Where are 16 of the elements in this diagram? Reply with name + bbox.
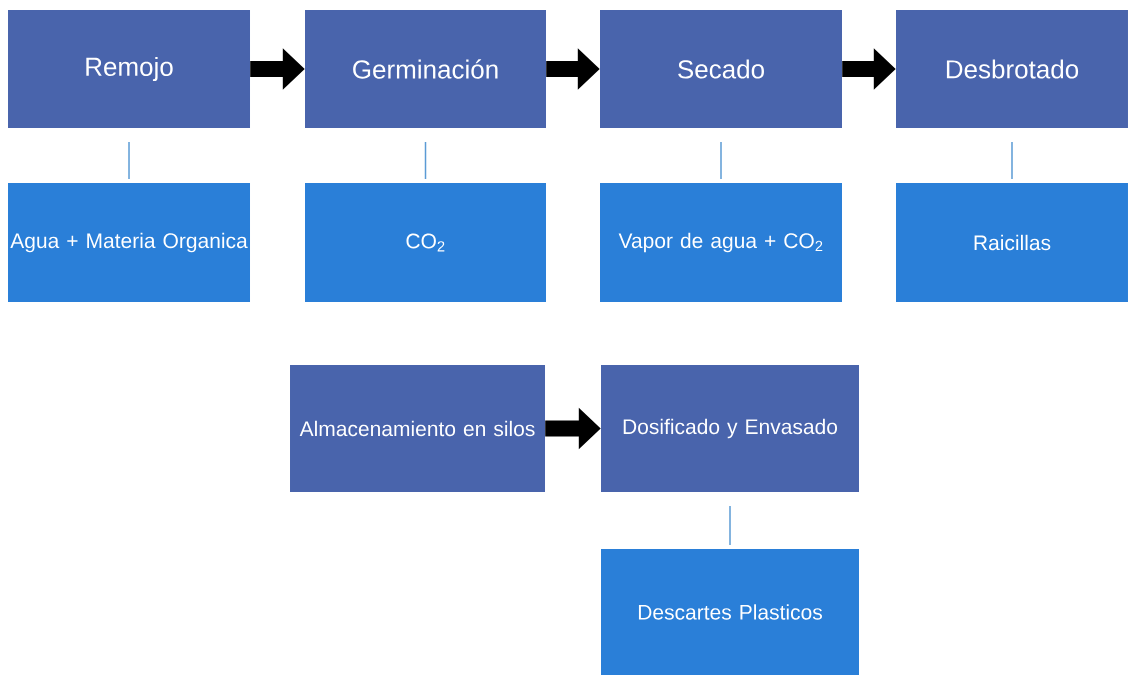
output-box: Raicillas xyxy=(896,183,1128,302)
output-box: Vapor de agua + CO$_{2}$ xyxy=(600,183,842,302)
process-box: Desbrotado xyxy=(896,10,1128,128)
output-box: Agua + Materia Organica xyxy=(8,183,250,302)
connector-line xyxy=(729,505,731,546)
process-box: Secado xyxy=(600,10,842,128)
connector-line xyxy=(128,141,130,180)
output-box: Descartes Plasticos xyxy=(601,549,859,675)
process-box: Dosificado y Envasado xyxy=(601,365,859,492)
connector-line xyxy=(720,141,722,180)
connector-line xyxy=(424,141,427,180)
connector-line xyxy=(1011,141,1013,180)
process-box: Almacenamiento en silos xyxy=(290,365,545,492)
output-box: CO$_{2}$ xyxy=(305,183,546,302)
process-box: Remojo xyxy=(8,10,250,128)
process-box: Germinación xyxy=(305,10,546,128)
